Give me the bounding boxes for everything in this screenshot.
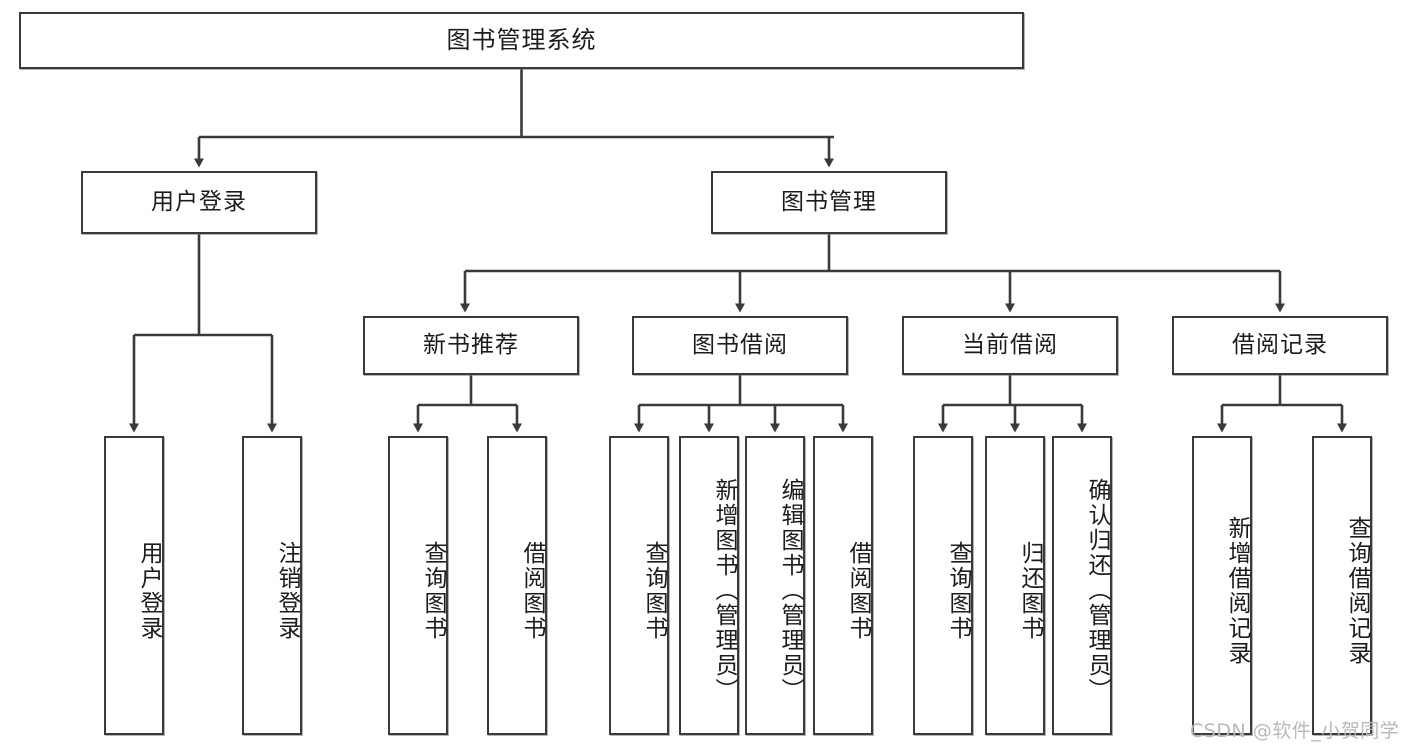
node-root-system[interactable]: 图书管理系统 xyxy=(19,12,1024,69)
leaf-borrow-book-recommend[interactable]: 借阅图书 xyxy=(487,436,547,735)
leaf-edit-book-admin[interactable]: 编辑图书（管理员） xyxy=(745,436,805,735)
node-borrow-record[interactable]: 借阅记录 xyxy=(1172,316,1388,375)
csdn-watermark: CSDN @软件_小贺同学 xyxy=(1190,720,1400,742)
node-book-management[interactable]: 图书管理 xyxy=(711,171,947,234)
leaf-query-book-recommend[interactable]: 查询图书 xyxy=(388,436,448,735)
leaf-borrow-book[interactable]: 借阅图书 xyxy=(813,436,873,735)
leaf-query-book[interactable]: 查询图书 xyxy=(609,436,669,735)
leaf-query-borrow-record[interactable]: 查询借阅记录 xyxy=(1312,436,1372,735)
leaf-query-book-current[interactable]: 查询图书 xyxy=(913,436,973,735)
leaf-user-login[interactable]: 用户登录 xyxy=(104,436,164,735)
leaf-return-book[interactable]: 归还图书 xyxy=(985,436,1045,735)
leaf-logout[interactable]: 注销登录 xyxy=(242,436,302,735)
leaf-add-borrow-record[interactable]: 新增借阅记录 xyxy=(1192,436,1252,735)
leaf-add-book-admin[interactable]: 新增图书（管理员） xyxy=(679,436,739,735)
node-user-login[interactable]: 用户登录 xyxy=(81,171,317,234)
node-new-book-recommend[interactable]: 新书推荐 xyxy=(363,316,579,375)
leaf-confirm-return-admin[interactable]: 确认归还（管理员） xyxy=(1052,436,1112,735)
node-book-borrow[interactable]: 图书借阅 xyxy=(632,316,848,375)
node-current-borrow[interactable]: 当前借阅 xyxy=(902,316,1118,375)
